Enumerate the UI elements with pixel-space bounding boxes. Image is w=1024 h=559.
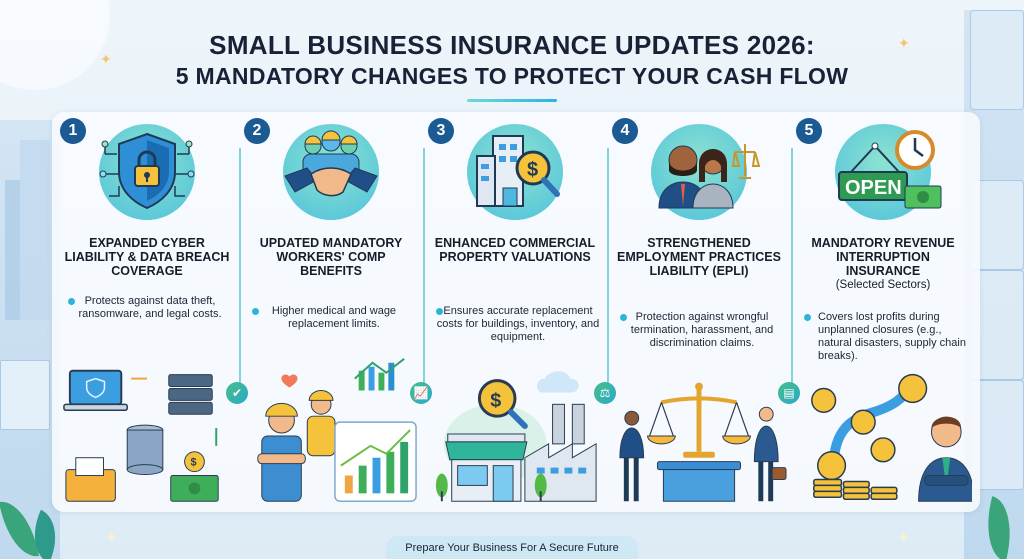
card-body: Protection against wrongful termination,… — [620, 311, 784, 350]
card-body-text: Ensures accurate replacement costs for b… — [436, 305, 600, 343]
card-body: Higher medical and wage replacement limi… — [252, 305, 416, 331]
sparkle-icon: ✦ — [898, 36, 910, 52]
card-divider-line — [791, 148, 793, 398]
coins-arrow-businessman-illustration — [794, 358, 975, 508]
card-body: Protects against data theft, ransomware,… — [68, 295, 232, 321]
title-line-1: SMALL BUSINESS INSURANCE UPDATES 2026: — [209, 30, 815, 60]
bullet-dot — [620, 314, 627, 321]
bullet-dot — [68, 298, 75, 305]
card-number-badge: 5 — [796, 118, 822, 144]
construction-workers-growth-chart-illustration — [242, 358, 420, 508]
bullet-dot — [436, 308, 443, 315]
card-body: Covers lost profits during unplanned clo… — [804, 311, 968, 363]
sparkle-icon: ✦ — [100, 52, 112, 68]
card-workers-comp: 2 UPDATED MANDATORY WORKERS' COMP BENEFI… — [238, 112, 424, 512]
svg-text:$: $ — [490, 389, 501, 411]
svg-text:$: $ — [191, 457, 197, 469]
card-number-badge: 1 — [60, 118, 86, 144]
footer-banner: Prepare Your Business For A Secure Futur… — [386, 536, 638, 559]
card-cyber-liability: 1 EXPANDED CYBER LIABILITY & DATA BREACH… — [54, 112, 240, 512]
svg-text:OPEN: OPEN — [845, 177, 902, 199]
workers-handshake-icon — [283, 124, 379, 220]
card-epli: 4 STRENGTHENED EMPLOYMENT PRACTICES LIAB… — [606, 112, 792, 512]
card-title: ENHANCED COMMERCIAL PROPERTY VALUATIONS — [434, 236, 596, 264]
card-title: STRENGTHENED EMPLOYMENT PRACTICES LIABIL… — [617, 236, 781, 278]
sparkle-icon: ✦ — [898, 530, 910, 546]
card-body-text: Covers lost profits during unplanned clo… — [818, 311, 966, 362]
card-body-text: Protection against wrongful termination,… — [630, 311, 774, 349]
card-property-valuations: 3 $ ENHANCED COMMERCIAL PROPERTY VALUATI… — [422, 112, 608, 512]
card-number-badge: 2 — [244, 118, 270, 144]
storefront-factory-illustration: $ — [426, 358, 604, 508]
open-sign-clock-cash-icon: OPEN — [835, 124, 942, 220]
sparkle-icon: ✦ — [106, 530, 118, 546]
card-number-badge: 4 — [612, 118, 638, 144]
building-magnifier-dollar-icon: $ — [467, 124, 563, 220]
card-title: EXPANDED CYBER LIABILITY & DATA BREACH C… — [64, 236, 230, 278]
card-revenue-interruption: 5 OPEN MANDATORY REVENUE INTERRUPTION IN… — [790, 112, 976, 512]
title-line-2: 5 MANDATORY CHANGES TO PROTECT YOUR CASH… — [175, 63, 849, 89]
scales-icon: ⚖ — [594, 382, 616, 404]
bullet-dot — [252, 308, 259, 315]
page-title: SMALL BUSINESS INSURANCE UPDATES 2026: 5… — [0, 30, 1024, 102]
laptop-server-database-cash-illustration: $ — [58, 358, 236, 508]
card-number-badge: 3 — [428, 118, 454, 144]
card-title: UPDATED MANDATORY WORKERS' COMP BENEFITS — [259, 236, 403, 278]
title-underline — [467, 99, 557, 102]
card-body-text: Protects against data theft, ransomware,… — [78, 295, 222, 320]
svg-text:$: $ — [527, 159, 538, 181]
background-cityscape-left — [0, 120, 60, 559]
employees-scales-icon — [651, 124, 761, 220]
card-divider-line — [423, 148, 425, 398]
shield-lock-icon — [99, 124, 195, 220]
document-icon: ▤ — [778, 382, 800, 404]
growth-chart-icon: 📈 — [410, 382, 432, 404]
card-divider-line — [239, 148, 241, 398]
bullet-dot — [804, 314, 811, 321]
card-title: MANDATORY REVENUE INTERRUPTION INSURANCE… — [798, 236, 968, 292]
card-body-text: Higher medical and wage replacement limi… — [271, 305, 397, 330]
checkmark-icon: ✔ — [226, 382, 248, 404]
justice-scales-people-illustration — [610, 358, 788, 508]
card-subtitle: (Selected Sectors) — [835, 279, 931, 291]
card-divider-line — [607, 148, 609, 398]
card-body: Ensures accurate replacement costs for b… — [436, 305, 600, 344]
infographic-board: 1 EXPANDED CYBER LIABILITY & DATA BREACH… — [52, 112, 980, 512]
card-title-text: MANDATORY REVENUE INTERRUPTION INSURANCE — [811, 236, 955, 278]
